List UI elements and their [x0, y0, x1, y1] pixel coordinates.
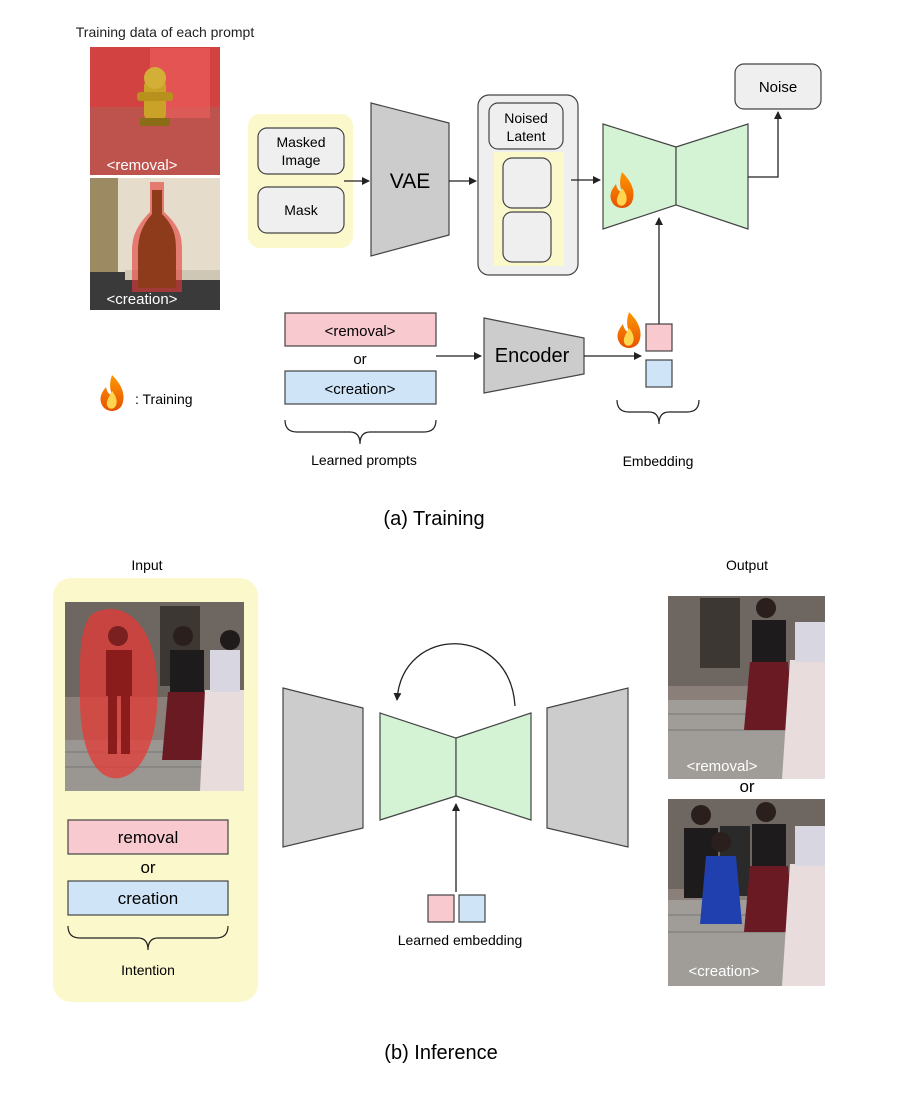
noise-label: Noise	[759, 79, 797, 96]
learned-prompts-label: Learned prompts	[311, 452, 417, 468]
embedding-removal-token	[645, 323, 673, 352]
sample-removal-label: <removal>	[107, 157, 178, 174]
sample-creation-label: <creation>	[107, 291, 178, 308]
flame-icon	[617, 312, 641, 348]
output-label: Output	[726, 557, 768, 573]
learned-embedding-creation	[458, 894, 486, 923]
unet-training	[602, 123, 749, 230]
input-photo	[65, 602, 244, 791]
prompt-removal-label: <removal>	[325, 323, 396, 340]
learned-embedding-removal	[427, 894, 455, 923]
embedding-brace	[616, 399, 700, 425]
noised-latent-line1: Noised	[504, 110, 548, 126]
intent-creation: creation	[67, 880, 229, 916]
denoising-loop-arrow	[393, 643, 516, 707]
arrow-icon	[748, 111, 782, 178]
learned-prompt-removal: <removal>	[284, 312, 437, 347]
masked-image-box: Masked Image	[257, 127, 345, 175]
vae-encoder-inference	[282, 687, 364, 848]
learned-prompt-creation: <creation>	[284, 370, 437, 405]
intention-label: Intention	[121, 962, 175, 978]
output-photo-creation: <creation>	[668, 799, 825, 986]
embedding-creation-token	[645, 359, 673, 388]
embedding-label: Embedding	[623, 453, 694, 469]
output-creation-label: <creation>	[689, 963, 760, 980]
legend-training-label: : Training	[135, 391, 193, 407]
intent-creation-label: creation	[118, 889, 178, 908]
text-encoder-block: Encoder	[483, 317, 585, 394]
output-removal-label: <removal>	[687, 758, 758, 775]
noise-box: Noise	[734, 63, 822, 110]
input-label: Input	[131, 557, 162, 573]
masked-image-line1: Masked	[276, 134, 325, 150]
training-sample-creation: <creation>	[90, 178, 220, 310]
vae-decoder-inference	[546, 687, 629, 848]
noised-latent-block: Noised Latent	[477, 94, 579, 276]
vae-encoder-block: VAE	[370, 102, 450, 257]
masked-image-line2: Image	[282, 152, 321, 168]
mask-box: Mask	[257, 186, 345, 234]
training-sample-removal: <removal>	[90, 47, 220, 175]
intent-removal: removal	[67, 819, 229, 855]
prompt-or: or	[353, 351, 366, 368]
learned-embedding-label: Learned embedding	[398, 932, 523, 948]
encoder-label: Encoder	[495, 345, 570, 367]
prompt-creation-label: <creation>	[325, 381, 396, 398]
unet-inference	[379, 712, 532, 821]
output-photo-removal: <removal>	[668, 596, 825, 779]
vae-label: VAE	[390, 170, 430, 193]
inference-caption: (b) Inference	[384, 1042, 497, 1064]
intent-removal-label: removal	[118, 828, 178, 847]
flame-icon	[610, 172, 634, 208]
output-or: or	[739, 777, 754, 796]
intent-or: or	[140, 858, 155, 877]
noised-latent-line2: Latent	[507, 128, 546, 144]
training-data-title: Training data of each prompt	[76, 24, 255, 40]
training-caption: (a) Training	[383, 508, 484, 530]
learned-prompts-brace	[284, 419, 437, 445]
mask-label: Mask	[284, 202, 318, 218]
flame-icon	[100, 375, 124, 411]
intention-brace	[67, 925, 229, 951]
